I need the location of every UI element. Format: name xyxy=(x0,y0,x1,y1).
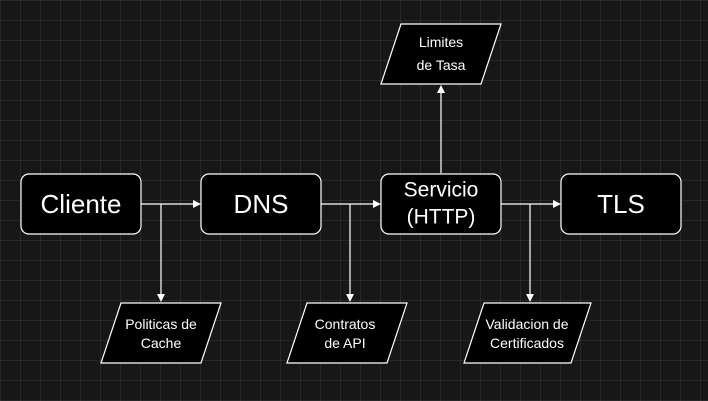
validacion-label-line2: Certificados xyxy=(490,335,564,351)
politicas-label-line2: Cache xyxy=(141,335,182,351)
node-servicio-label-line2: (HTTP) xyxy=(407,206,476,229)
node-cliente-label: Cliente xyxy=(41,189,122,219)
node-servicio[interactable]: Servicio (HTTP) xyxy=(380,173,502,235)
limites-label-line2: de Tasa xyxy=(417,57,466,73)
arrowhead-dns xyxy=(193,200,201,208)
node-servicio-label-line1: Servicio xyxy=(404,179,479,202)
node-cliente[interactable]: Cliente xyxy=(20,173,142,235)
politicas-label-line1: Politicas de xyxy=(125,316,197,332)
node-dns-label: DNS xyxy=(234,189,289,219)
arrowhead-servicio xyxy=(373,200,381,208)
node-contratos-de-api[interactable]: Contratos de API xyxy=(286,302,408,364)
contratos-label-line1: Contratos xyxy=(315,316,376,332)
contratos-label-line2: de API xyxy=(324,335,365,351)
arrowhead-tls xyxy=(553,200,561,208)
arrowhead-validacion xyxy=(526,294,534,302)
arrowhead-politicas xyxy=(157,294,165,302)
node-dns[interactable]: DNS xyxy=(200,173,322,235)
arrowhead-limites xyxy=(437,85,445,93)
limites-label-line1: Limites xyxy=(419,34,463,50)
node-politicas-de-cache[interactable]: Politicas de Cache xyxy=(100,302,222,364)
node-limites-de-tasa[interactable]: Limites de Tasa xyxy=(380,23,502,85)
node-tls[interactable]: TLS xyxy=(560,173,682,235)
node-validacion-de-certificados[interactable]: Validacion de Certificados xyxy=(463,302,592,364)
arrowhead-contratos xyxy=(346,294,354,302)
validacion-label-line1: Validacion de xyxy=(485,316,568,332)
node-tls-label: TLS xyxy=(597,189,645,219)
